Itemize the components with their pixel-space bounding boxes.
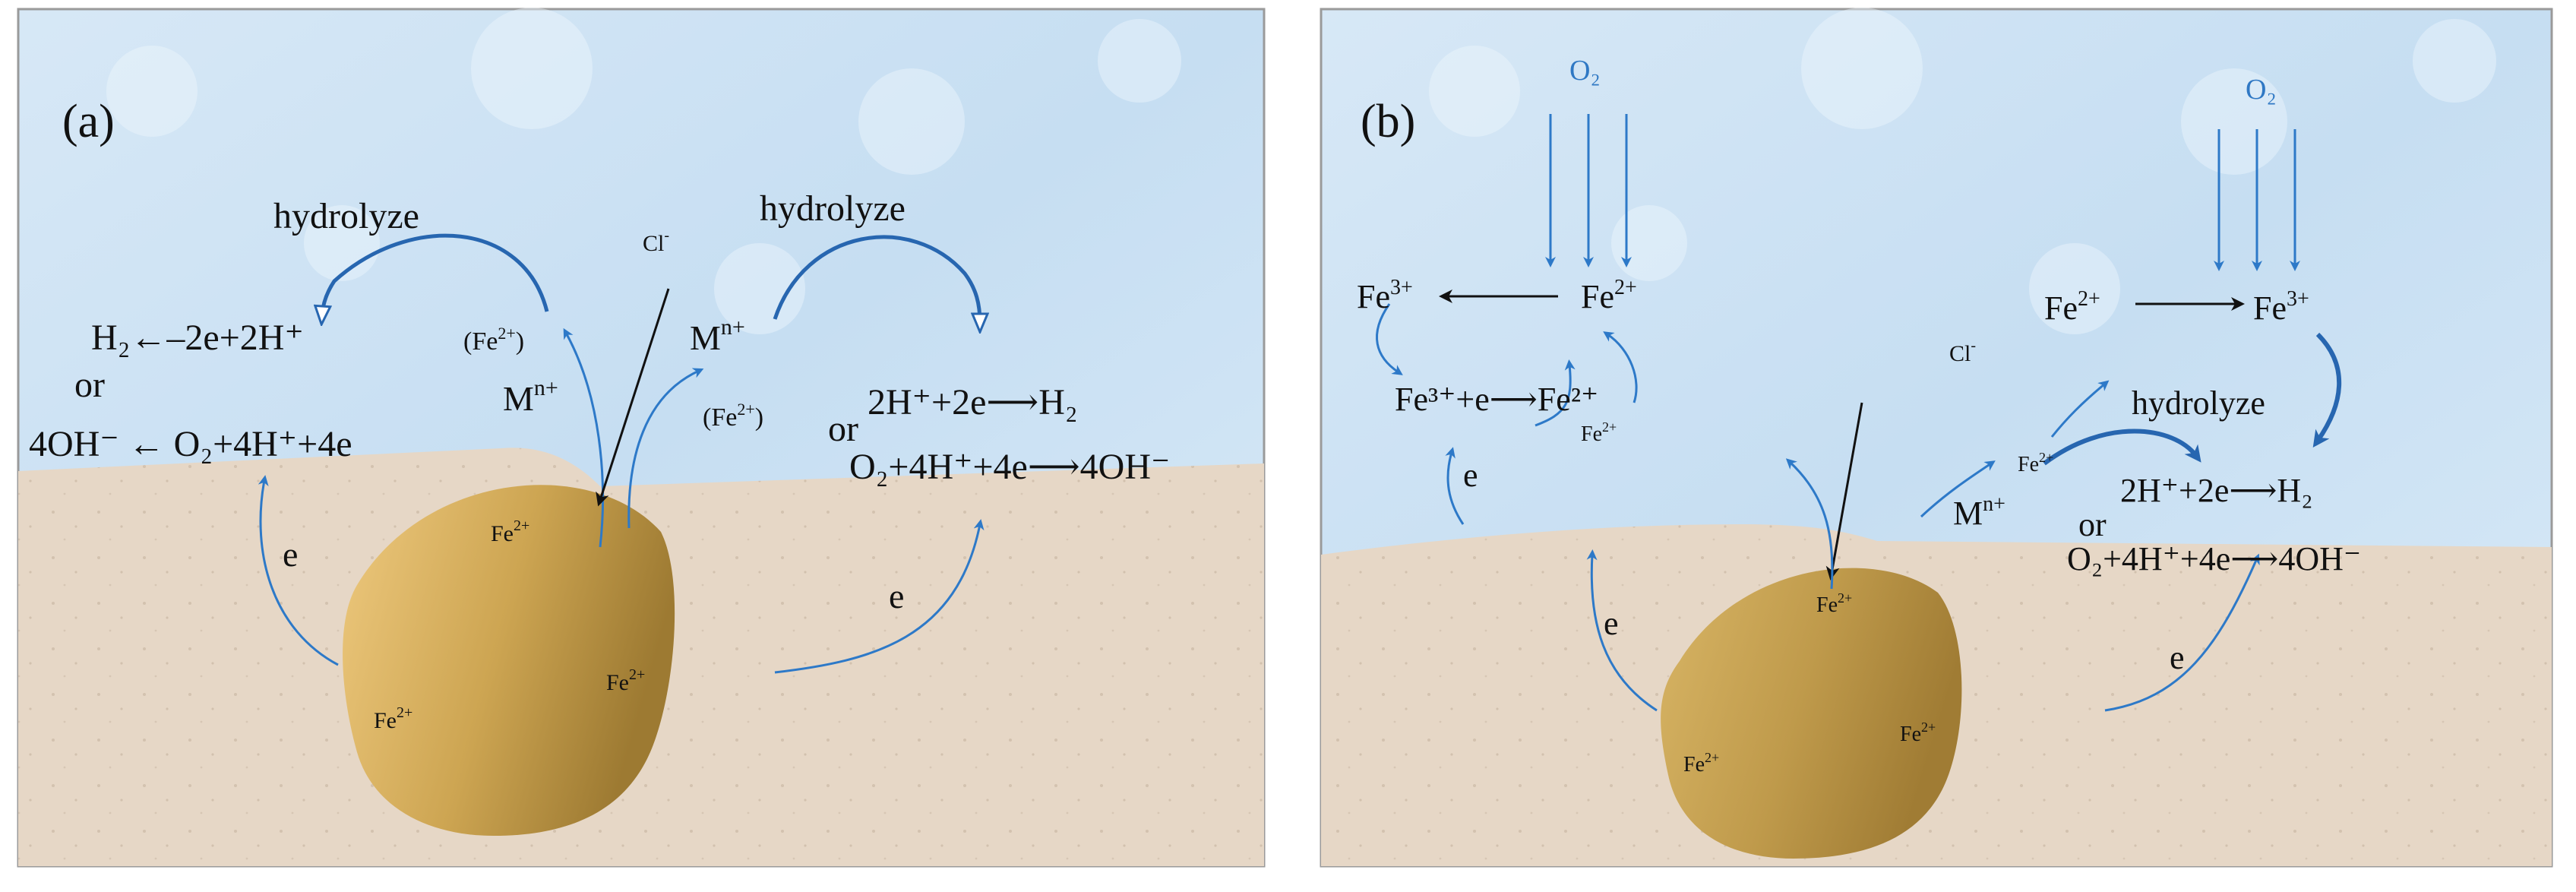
electron-arrow-left — [1586, 549, 1658, 712]
fe2-particle-top: Fe2+ — [491, 517, 529, 546]
fe2-to-oxidation-arrow — [2050, 380, 2110, 438]
hydrolyze-arrow-right — [773, 235, 980, 323]
metal-ion-arrow-left — [563, 327, 605, 548]
electron-label-left: e — [283, 535, 298, 574]
electron-label-right: e — [2170, 639, 2185, 676]
fe2-left: Fe2+ — [1581, 276, 1637, 315]
hydrolyze-label-left: hydrolyze — [273, 196, 419, 236]
chloride-ion: Cl- — [643, 227, 669, 256]
right-equation-oh: O₂+4H⁺+4e⟶4OH⁻ — [2067, 540, 2361, 577]
fe3-left: Fe3+ — [1357, 276, 1413, 315]
fe2-particle-bottom: Fe2+ — [374, 704, 412, 733]
panel-label-b: (b) — [1361, 96, 1415, 147]
o2-label-right: O₂ — [2246, 74, 2277, 106]
fe3-to-reduction-arrow — [1376, 303, 1403, 375]
fe2-particle-mid: Fe2+ — [1900, 720, 1936, 746]
right-equation-oh: O₂+4H⁺+4e⟶4OH⁻ — [849, 447, 1170, 487]
reduction-to-fe2-arrow — [1535, 359, 1576, 427]
fe3-right: Fe3+ — [2253, 287, 2309, 327]
fe2-up-arrow — [1785, 458, 1834, 590]
chloride-ion: Cl- — [1949, 337, 1976, 366]
fe2-particle-top: Fe2+ — [1816, 590, 1852, 617]
left-equation-h2: H₂←–2e+2H⁺ — [91, 318, 304, 358]
chloride-arrow — [1825, 402, 1863, 580]
electron-arrow-right — [2104, 553, 2260, 712]
metal-ion-left: Mn+ — [503, 375, 558, 418]
right-equation-h2: 2H⁺+2e⟶H₂ — [868, 382, 1078, 422]
electron-label-right: e — [889, 577, 904, 615]
fe2-small-left: Fe2+ — [1581, 419, 1617, 446]
hydrolyze-label: hydrolyze — [2132, 384, 2265, 422]
electron-label-left: e — [1604, 605, 1619, 642]
panel-a-diagram: (a) hydrolyze hydrolyze Cl- (Fe2+) Mn+ M… — [17, 8, 1266, 868]
electron-arrow-right — [774, 519, 985, 674]
fe2-small-to-fe2-arrow — [1603, 331, 1638, 403]
panel-b: (b) O₂ O₂ Fe3+ Fe2+ Fe³⁺+e⟶Fe²⁺ e Fe2+ C… — [1285, 0, 2576, 892]
fe-reduction-equation: Fe³⁺+e⟶Fe²⁺ — [1395, 381, 1598, 418]
panel-b-diagram: (b) O₂ O₂ Fe3+ Fe2+ Fe³⁺+e⟶Fe²⁺ e Fe2+ C… — [1320, 8, 2553, 868]
o2-label-left: O₂ — [1569, 55, 1601, 87]
fe2-right: Fe2+ — [2044, 287, 2100, 327]
electron-label-mid: e — [1463, 457, 1478, 494]
hydrolyze-label-right: hydrolyze — [760, 188, 906, 229]
left-or: or — [74, 365, 105, 405]
hydrolyze-arrow-right — [2312, 332, 2342, 448]
panel-label-a: (a) — [62, 96, 115, 147]
fe2-particle-mid: Fe2+ — [606, 666, 645, 695]
water-texture — [1429, 8, 2496, 334]
metal-particle — [1661, 568, 1962, 859]
metal-particle — [343, 485, 675, 836]
left-equation-oh: 4OH⁻ ← O₂+4H⁺+4e — [29, 424, 352, 464]
metal-ion-right: Mn+ — [690, 315, 745, 357]
fe2-paren-left: (Fe2+) — [463, 324, 524, 356]
metal-ion-arrow — [1920, 460, 1996, 518]
hydrolyze-arrow-left — [322, 233, 549, 315]
fe2-particle-bottom: Fe2+ — [1683, 750, 1719, 777]
metal-ion-arrow-right — [627, 368, 704, 529]
chloride-arrow — [596, 288, 670, 507]
hydrolyze-arrow-lower — [2043, 429, 2201, 466]
right-equation-h2: 2H⁺+2e⟶H₂ — [2120, 472, 2313, 509]
electron-arrow-left — [258, 475, 339, 666]
electron-arrow-mid — [1445, 447, 1465, 525]
fe2-small-right: Fe2+ — [2018, 450, 2053, 476]
right-or: or — [2078, 506, 2107, 543]
metal-ion: Mn+ — [1953, 492, 2005, 532]
panel-a: (a) hydrolyze hydrolyze Cl- (Fe2+) Mn+ M… — [17, 8, 1266, 868]
right-or: or — [828, 409, 858, 449]
fe2-paren-right: (Fe2+) — [703, 400, 763, 432]
